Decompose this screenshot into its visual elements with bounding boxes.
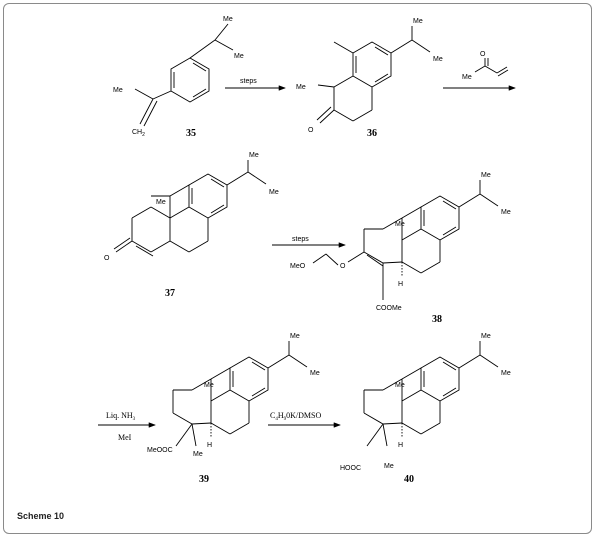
compound-label: 36 [367,128,377,139]
atom-o: O [340,263,346,270]
scheme-panel [60,12,530,497]
atom-o: O [480,51,486,58]
atom-me: Me [193,451,203,458]
arrow-label-below: MeI [118,433,132,442]
compound-label: 37 [165,288,175,299]
atom-me: Me [113,87,123,94]
atom-me: Me [204,382,214,389]
atom-me: Me [413,18,423,25]
compound-38: Me H O MeO COOMe Me Me 38 [290,172,511,325]
atom-me: Me [384,463,394,470]
atom-me: Me [433,56,443,63]
atom-me: Me [501,209,511,216]
atom-meo: MeO [290,263,306,270]
atom-me: Me [395,382,405,389]
atom-meooc: MeOOC [147,447,173,454]
arrow-steps-1: steps [225,78,286,91]
atom-me: Me [269,189,279,196]
compound-label: 40 [404,474,414,485]
atom-ch2: CH2 [132,129,145,138]
compound-40: Me H HOOC Me Me Me 40 [340,333,511,485]
atom-me: Me [249,152,259,159]
atom-h: H [398,442,403,449]
arrow-koh-dmso: C4H90K/DMSO [268,411,341,428]
compound-label: 35 [186,128,196,139]
atom-h: H [398,281,403,288]
arrow-steps-2: steps [272,236,346,248]
compound-37: O Me Me Me 37 [104,152,279,299]
arrow-label-above: Liq. NH3 [106,411,136,422]
arrow-liq-nh3: Liq. NH3 MeI [98,411,156,442]
scheme-caption: Scheme 10 [17,511,65,521]
atom-me: Me [223,16,233,23]
compound-39: Me H MeOOC Me Me Me 39 [147,333,320,485]
atom-me: Me [156,199,166,206]
atom-me: Me [481,333,491,340]
atom-h: H [207,442,212,449]
arrow-label: steps [292,236,309,243]
atom-me: Me [290,333,300,340]
atom-coome: COOMe [376,305,402,312]
atom-me: Me [481,172,491,179]
atom-me: Me [234,53,244,60]
atom-o: O [104,255,110,262]
atom-me: Me [310,370,320,377]
atom-me: Me [296,84,306,91]
compound-label: 38 [432,314,442,325]
atom-o: O [308,127,314,134]
compound-36: O Me Me Me 36 [296,18,443,139]
compound-35: Me Me Me CH2 35 [113,16,244,139]
atom-hooc: HOOC [340,465,361,472]
atom-me: Me [395,221,405,228]
arrow-label: steps [240,78,257,85]
arrow-label-above: C4H90K/DMSO [270,411,321,422]
arrow-mvk: O Me [443,51,516,91]
atom-me: Me [501,370,511,377]
compound-label: 39 [199,474,209,485]
atom-me: Me [462,74,472,81]
